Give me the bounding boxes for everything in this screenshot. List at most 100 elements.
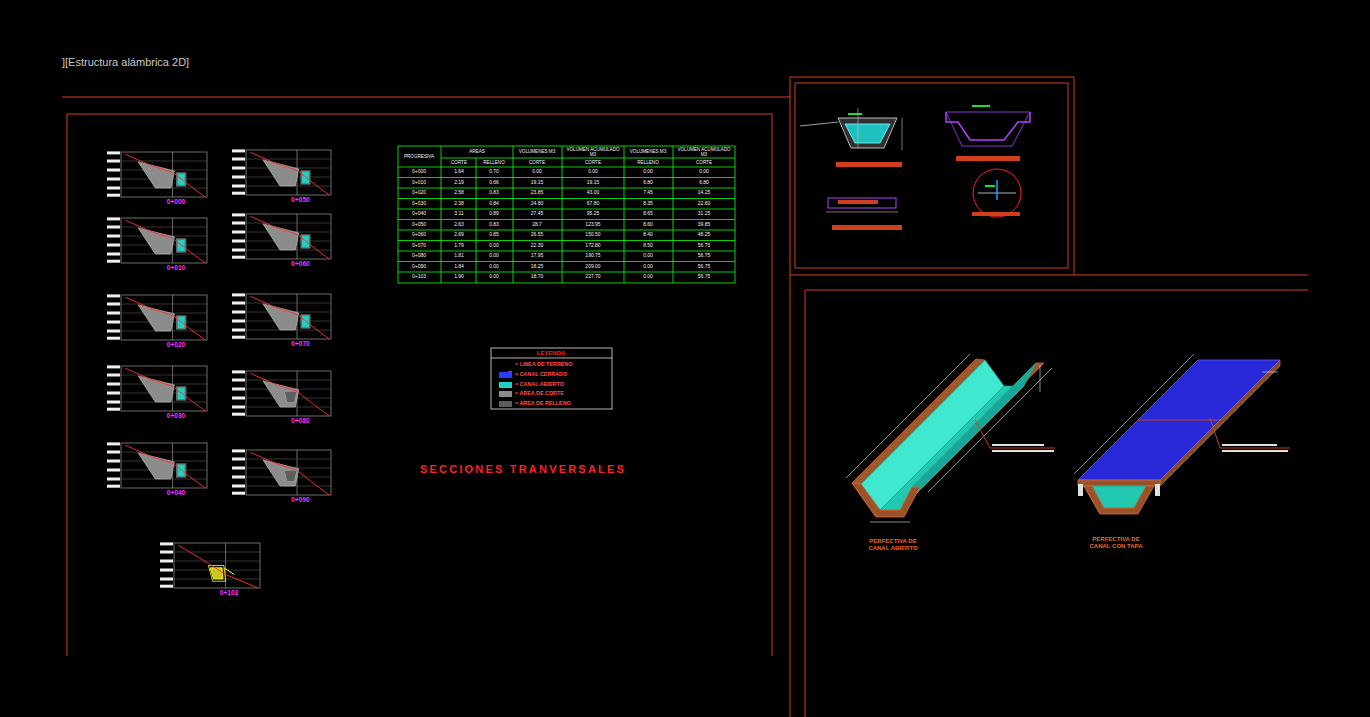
elevation-tick [232,406,245,409]
elevation-tick [232,336,245,339]
table-cell: 22.30 [531,243,544,249]
elevation-tick [232,249,245,252]
table-cell: 0.89 [489,212,499,218]
table-cell: 0.00 [588,170,598,176]
station-label: 0+000 [167,198,185,205]
table-cell: 0+070 [412,243,426,249]
elevation-tick [232,485,245,488]
cover-edge [1160,360,1280,486]
table-rule [441,146,442,283]
slab-bar [838,200,878,204]
table-cell: 19.15 [531,180,544,186]
elevation-tick [107,321,120,324]
section-grid [246,450,331,495]
section-grid [246,214,331,259]
table-rule [441,158,735,159]
station-label: 0+020 [167,341,185,348]
elevation-tick [160,578,173,581]
open-canal-perspective [846,354,1055,522]
terrain-line [125,445,205,488]
elevation-tick [107,169,120,172]
elevation-tick [232,185,245,188]
table-border [398,146,735,283]
table-cell: 0.66 [489,180,499,186]
elevation-tick [160,560,173,563]
section-grid [121,152,207,197]
table-cell: 14.25 [698,191,711,197]
table-cell: 8.60 [643,222,653,228]
table-cell: 6.80 [643,180,653,186]
elevation-tick [107,253,120,256]
grid-line [244,459,331,460]
table-header: CORTE [529,160,545,165]
ground-line [800,122,838,126]
elevation-tick [107,401,120,404]
table-cell: 3.11 [454,212,463,218]
table-rule [513,146,514,283]
dimension-line [846,354,970,478]
legend-border [491,348,612,409]
cover-front [1078,480,1160,486]
elevation-tick [107,478,120,481]
elevation-tick [107,469,120,472]
cross-section [107,294,207,340]
elevation-tick [107,392,120,395]
table-cell: 0+103 [412,275,426,281]
elevation-tick [107,178,120,181]
drawing-caption: PERFECTIVA DE CANAL CON TAPA [1082,536,1150,549]
elevation-tick [232,176,245,179]
table-header: PROGRESIVA [404,154,434,159]
elevation-tick [232,256,245,259]
detail-drawings [800,106,1030,230]
table-cell: 0.83 [489,191,499,197]
elevation-tick [107,485,120,488]
elevation-tick [232,458,245,461]
table-rule [476,158,477,283]
legend-box [491,348,612,409]
table-cell: 172.80 [585,243,600,249]
table-cell: 56.75 [698,254,711,260]
table-header: CORTE [451,160,467,165]
inner-slope [900,363,1036,510]
elevation-tick [232,231,245,234]
table-cell: 190.75 [585,254,600,260]
detail-line [996,180,998,200]
legend-text: = AREA DE RELLENO [515,401,571,407]
station-label: 0+060 [291,260,309,267]
table-header: VOLUMEN ACUMULADO M3 [564,146,622,156]
elevation-tick [107,303,120,306]
table-cell: 0+090 [412,264,426,270]
fill-area [284,470,297,481]
section-grid [121,295,207,340]
table-cell: 43.00 [587,191,600,197]
legend-swatch [499,401,512,407]
elevation-tick [107,226,120,229]
elevation-tick [160,569,173,572]
table-rule [562,146,563,283]
station-label: 0+080 [291,417,309,424]
elevation-tick [107,194,120,197]
cross-section [232,213,331,259]
station-label: 0+040 [167,489,185,496]
green-mark [972,105,990,107]
elevation-tick [107,330,120,333]
cut-area [263,381,299,407]
table-header: CORTE [696,160,712,165]
elevation-tick [107,312,120,315]
elevation-tick [232,413,245,416]
table-cell: 8.50 [643,243,653,249]
terrain-line [125,368,205,411]
table-cell: 2.58 [454,191,464,197]
elevation-tick [232,240,245,243]
detail-circle [973,169,1021,217]
elevation-tick [107,294,120,297]
dimension-line [870,522,910,523]
grid-line [172,561,260,562]
table-cell: 31.25 [698,212,711,218]
slab-detail [828,198,896,208]
elevation-tick [232,379,245,382]
station-label: 0+050 [291,196,309,203]
legend-text: = CANAL ABIERTO [515,382,564,388]
table-cell: 123.95 [585,222,600,228]
table-cell: 2.19 [454,180,464,186]
